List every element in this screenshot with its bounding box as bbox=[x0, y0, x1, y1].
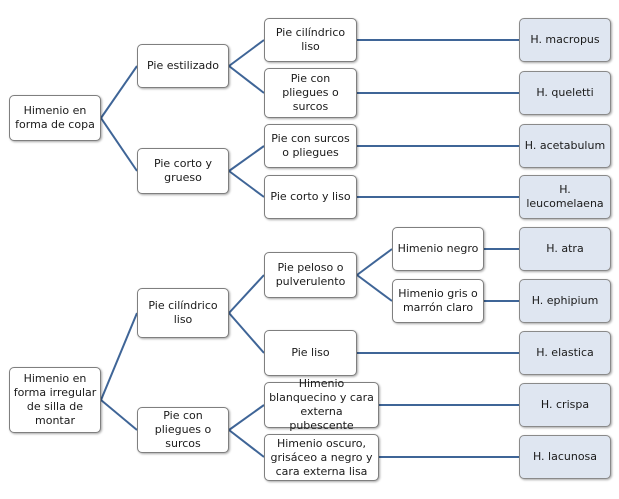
node-pie-peloso: Pie peloso o pulverulento bbox=[264, 252, 357, 298]
node-pie-liso: Pie liso bbox=[264, 330, 357, 376]
leaf-h-elastica: H. elastica bbox=[519, 331, 611, 375]
connector bbox=[228, 274, 265, 314]
node-pie-pliegues-surcos: Pie con pliegues o surcos bbox=[137, 407, 229, 453]
node-pie-corto-grueso: Pie corto y grueso bbox=[137, 148, 229, 194]
connector bbox=[100, 312, 138, 401]
leaf-h-ephipium: H. ephipium bbox=[519, 279, 611, 323]
node-pie-cilindrico-liso: Pie cilíndrico liso bbox=[137, 288, 229, 338]
leaf-h-macropus: H. macropus bbox=[519, 18, 611, 62]
connector bbox=[356, 248, 393, 276]
connector bbox=[100, 399, 138, 431]
node-himenio-oscuro: Himenio oscuro, grisáceo a negro y cara … bbox=[264, 434, 379, 481]
leaf-h-acetabulum: H. acetabulum bbox=[519, 124, 611, 168]
leaf-h-lacunosa: H. lacunosa bbox=[519, 435, 611, 479]
node-himenio-blanquecino: Himenio blanquecino y cara externa pubes… bbox=[264, 377, 379, 432]
node-pie-estilizado: Pie estilizado bbox=[137, 44, 229, 88]
connector bbox=[228, 145, 265, 172]
connector bbox=[228, 404, 265, 431]
connector bbox=[228, 39, 265, 67]
node-pie-corto-liso: Pie corto y liso bbox=[264, 175, 357, 219]
connector bbox=[100, 117, 138, 172]
connector bbox=[228, 65, 265, 94]
connector bbox=[228, 429, 265, 458]
connector bbox=[356, 274, 393, 302]
node-pie-pliegues-surcos: Pie con pliegues o surcos bbox=[264, 68, 357, 118]
leaf-h-queletti: H. queletti bbox=[519, 71, 611, 115]
connector bbox=[228, 170, 265, 198]
node-himenio-negro: Himenio negro bbox=[392, 227, 484, 271]
node-pie-surcos-pliegues: Pie con surcos o pliegues bbox=[264, 124, 357, 168]
node-himenio-copa: Himenio en forma de copa bbox=[9, 95, 101, 141]
connector bbox=[228, 312, 265, 354]
leaf-h-atra: H. atra bbox=[519, 227, 611, 271]
node-himenio-gris: Himenio gris o marrón claro bbox=[392, 279, 484, 323]
connector bbox=[100, 65, 138, 119]
node-himenio-silla-montar: Himenio en forma irregular de silla de m… bbox=[9, 367, 101, 433]
leaf-h-crispa: H. crispa bbox=[519, 383, 611, 427]
node-pie-cilindrico-liso: Pie cilíndrico liso bbox=[264, 18, 357, 62]
leaf-h-leucomelaena: H. leucomelaena bbox=[519, 175, 611, 219]
